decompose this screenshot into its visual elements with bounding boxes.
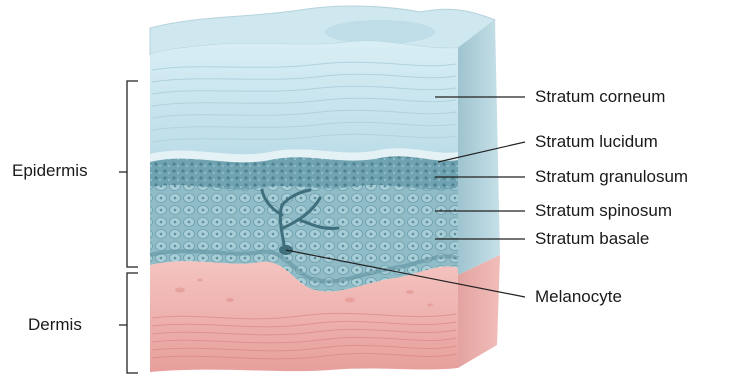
label-stratum-basale: Stratum basale [535,230,649,247]
side-face-epidermis [458,20,500,275]
label-stratum-spinosum: Stratum spinosum [535,202,672,219]
label-dermis: Dermis [28,316,82,333]
label-stratum-granulosum: Stratum granulosum [535,168,688,185]
dermis-bracket [119,273,138,373]
label-stratum-lucidum: Stratum lucidum [535,133,658,150]
label-stratum-corneum: Stratum corneum [535,88,665,105]
label-epidermis: Epidermis [12,162,88,179]
epidermis-bracket [119,81,138,267]
label-melanocyte: Melanocyte [535,288,622,305]
granulosum-front [150,154,458,189]
